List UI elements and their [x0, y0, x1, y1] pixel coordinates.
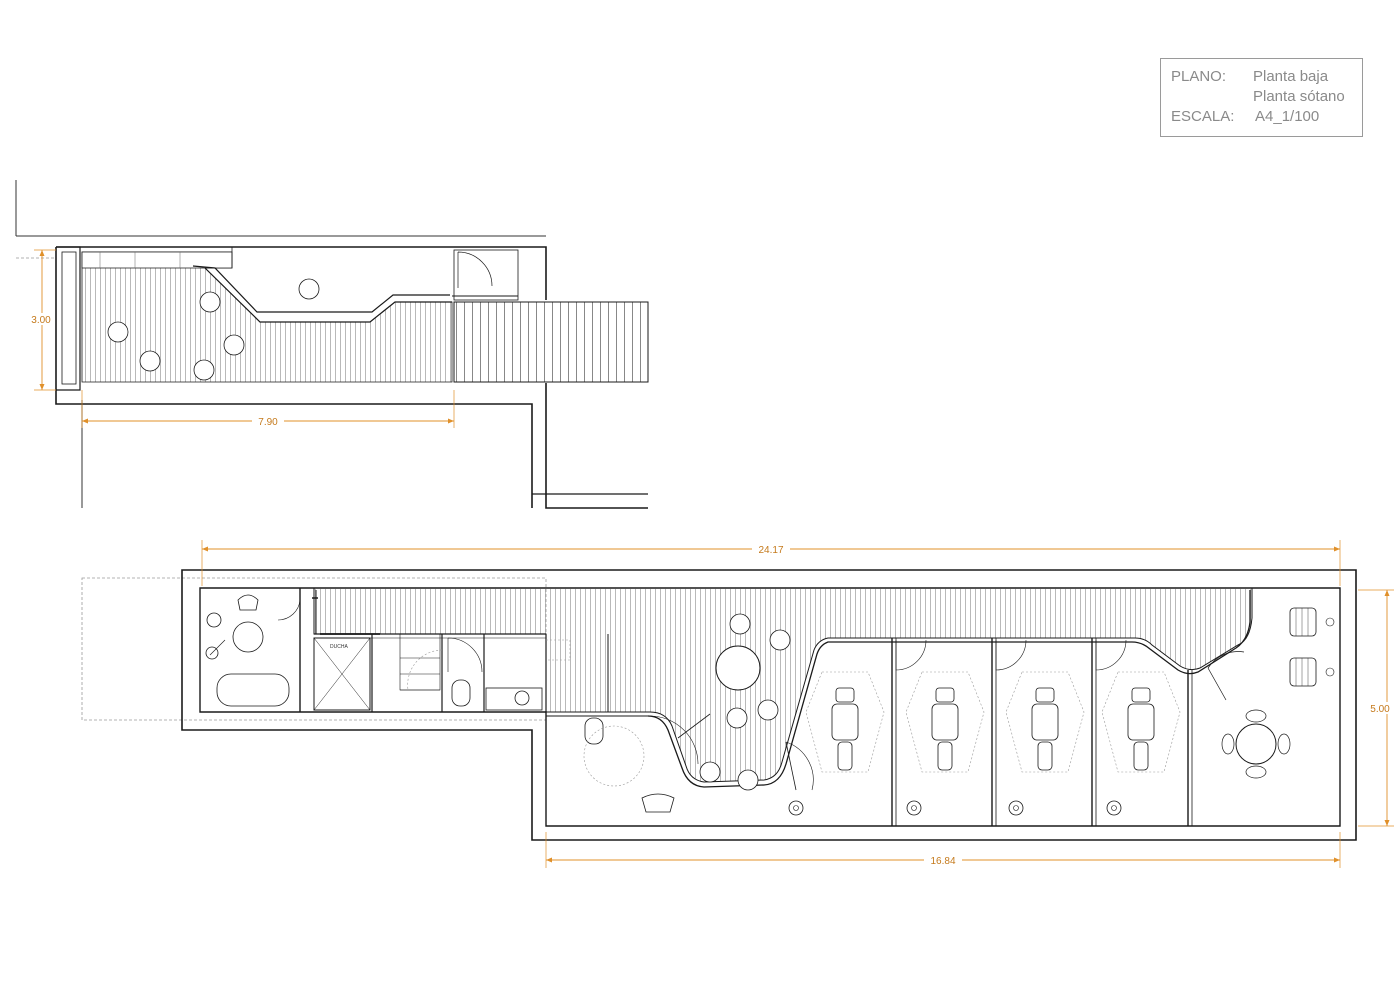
title-block: PLANO: Planta baja Planta sótano ESCALA:…	[1160, 58, 1363, 137]
basement-dim-lower: 16.84	[930, 856, 955, 867]
ground-dim-length: 7.90	[258, 417, 278, 428]
cabin-chair-3	[1005, 671, 1085, 773]
basement-dim-height: 5.00	[1370, 704, 1390, 715]
cabin-chair-2	[905, 671, 985, 773]
basement-dim-total: 24.17	[758, 545, 783, 556]
right-lounge	[1221, 607, 1335, 779]
escala-label: ESCALA:	[1171, 108, 1235, 125]
plano-line2: Planta sótano	[1253, 88, 1345, 105]
plano-line1: Planta baja	[1253, 68, 1329, 85]
cabin-chair-1	[805, 671, 885, 773]
ground-floor-plan: 3.00 7.90	[15, 180, 649, 509]
cabin-chair-4	[1101, 671, 1181, 773]
shower-label: DUCHA	[330, 644, 348, 650]
basement-plan: DUCHA	[81, 540, 1396, 868]
escala-value: A4_1/100	[1255, 108, 1320, 125]
ground-dim-height: 3.00	[31, 315, 51, 326]
plano-label: PLANO:	[1171, 68, 1227, 85]
